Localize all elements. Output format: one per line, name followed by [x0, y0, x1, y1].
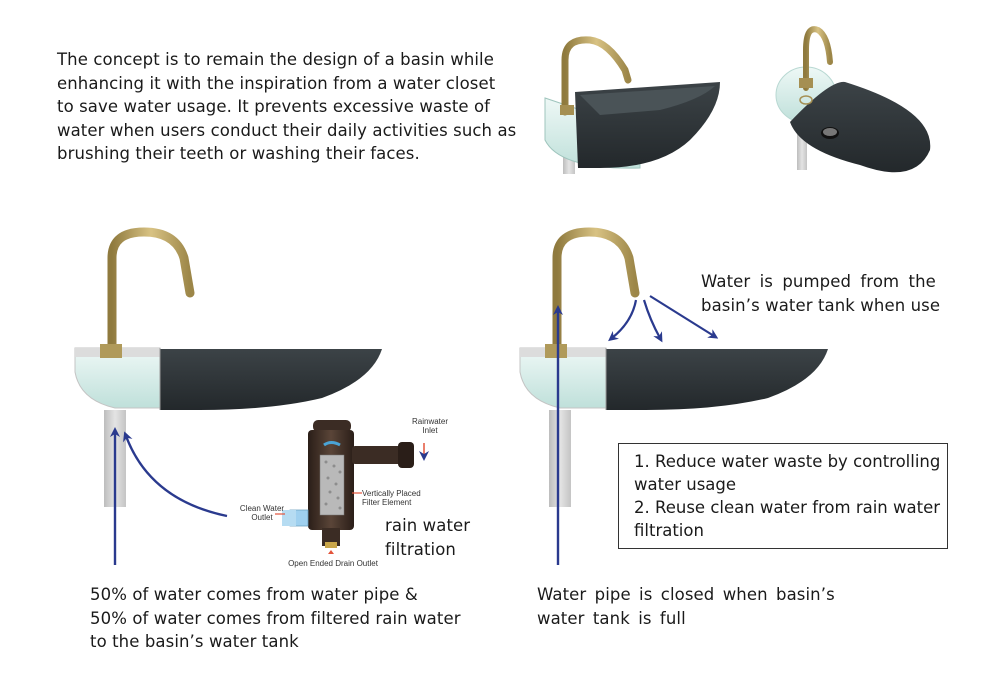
- basin-render-angle: [775, 26, 931, 173]
- rain-filter-device: [275, 420, 429, 554]
- intro-line: water when users conduct their daily act…: [57, 120, 517, 140]
- rainwater-inlet-label: Rainwater Inlet: [400, 417, 460, 435]
- intro-line: brushing their teeth or washing their fa…: [57, 144, 420, 163]
- basin-render-front: [544, 36, 720, 174]
- label-line: Open Ended Drain Outlet: [288, 559, 378, 568]
- benefit-line: 2. Reuse clean water from rain water: [634, 498, 941, 517]
- caption-line: Water is pumped from the: [701, 272, 936, 291]
- benefit-line: 1. Reduce water waste by controlling: [634, 452, 941, 471]
- clean-water-outlet-label: Clean Water Outlet: [232, 504, 292, 522]
- caption-line: to the basin’s water tank: [90, 632, 299, 651]
- filtration-line: rain water: [385, 516, 471, 535]
- intro-line: enhancing it with the inspiration from a…: [57, 73, 496, 93]
- caption-line: 50% of water comes from filtered rain wa…: [90, 608, 461, 628]
- label-line: Clean Water: [239, 504, 285, 513]
- filter-element-label: Vertically Placed Filter Element: [362, 489, 442, 507]
- intro-line: to save water usage. It prevents excessi…: [57, 97, 491, 116]
- filtration-line: filtration: [385, 539, 456, 559]
- label-line: Filter Element: [362, 498, 412, 507]
- label-line: Inlet: [422, 426, 438, 435]
- right-arrows: [553, 295, 719, 565]
- label-line: Rainwater: [411, 417, 448, 426]
- benefit-line: filtration: [634, 521, 704, 540]
- caption-line: 50% of water comes from water pipe &: [90, 585, 418, 604]
- caption-line: basin’s water tank when use: [701, 295, 941, 315]
- pipe-closed-caption: Water pipe is closed when basin’s water …: [537, 583, 835, 630]
- intro-paragraph: The concept is to remain the design of a…: [57, 48, 516, 166]
- left-arrows: [110, 427, 228, 565]
- caption-line: Water pipe is closed when basin’s: [537, 585, 835, 604]
- label-line: Outlet: [251, 513, 273, 522]
- pumped-caption: Water is pumped from the basin’s water t…: [701, 270, 940, 317]
- benefits-box: 1. Reduce water waste by controlling wat…: [618, 443, 948, 549]
- benefit-line: water usage: [634, 475, 737, 494]
- rain-water-filtration-label: rain water filtration: [385, 514, 470, 561]
- right-basin: [519, 227, 828, 507]
- left-basin: [74, 227, 382, 507]
- intro-line: The concept is to remain the design of a…: [57, 50, 494, 69]
- water-source-caption: 50% of water comes from water pipe & 50%…: [90, 583, 461, 654]
- drain-outlet-label: Open Ended Drain Outlet: [278, 559, 388, 568]
- caption-line: water tank is full: [537, 608, 686, 628]
- label-line: Vertically Placed: [362, 489, 421, 498]
